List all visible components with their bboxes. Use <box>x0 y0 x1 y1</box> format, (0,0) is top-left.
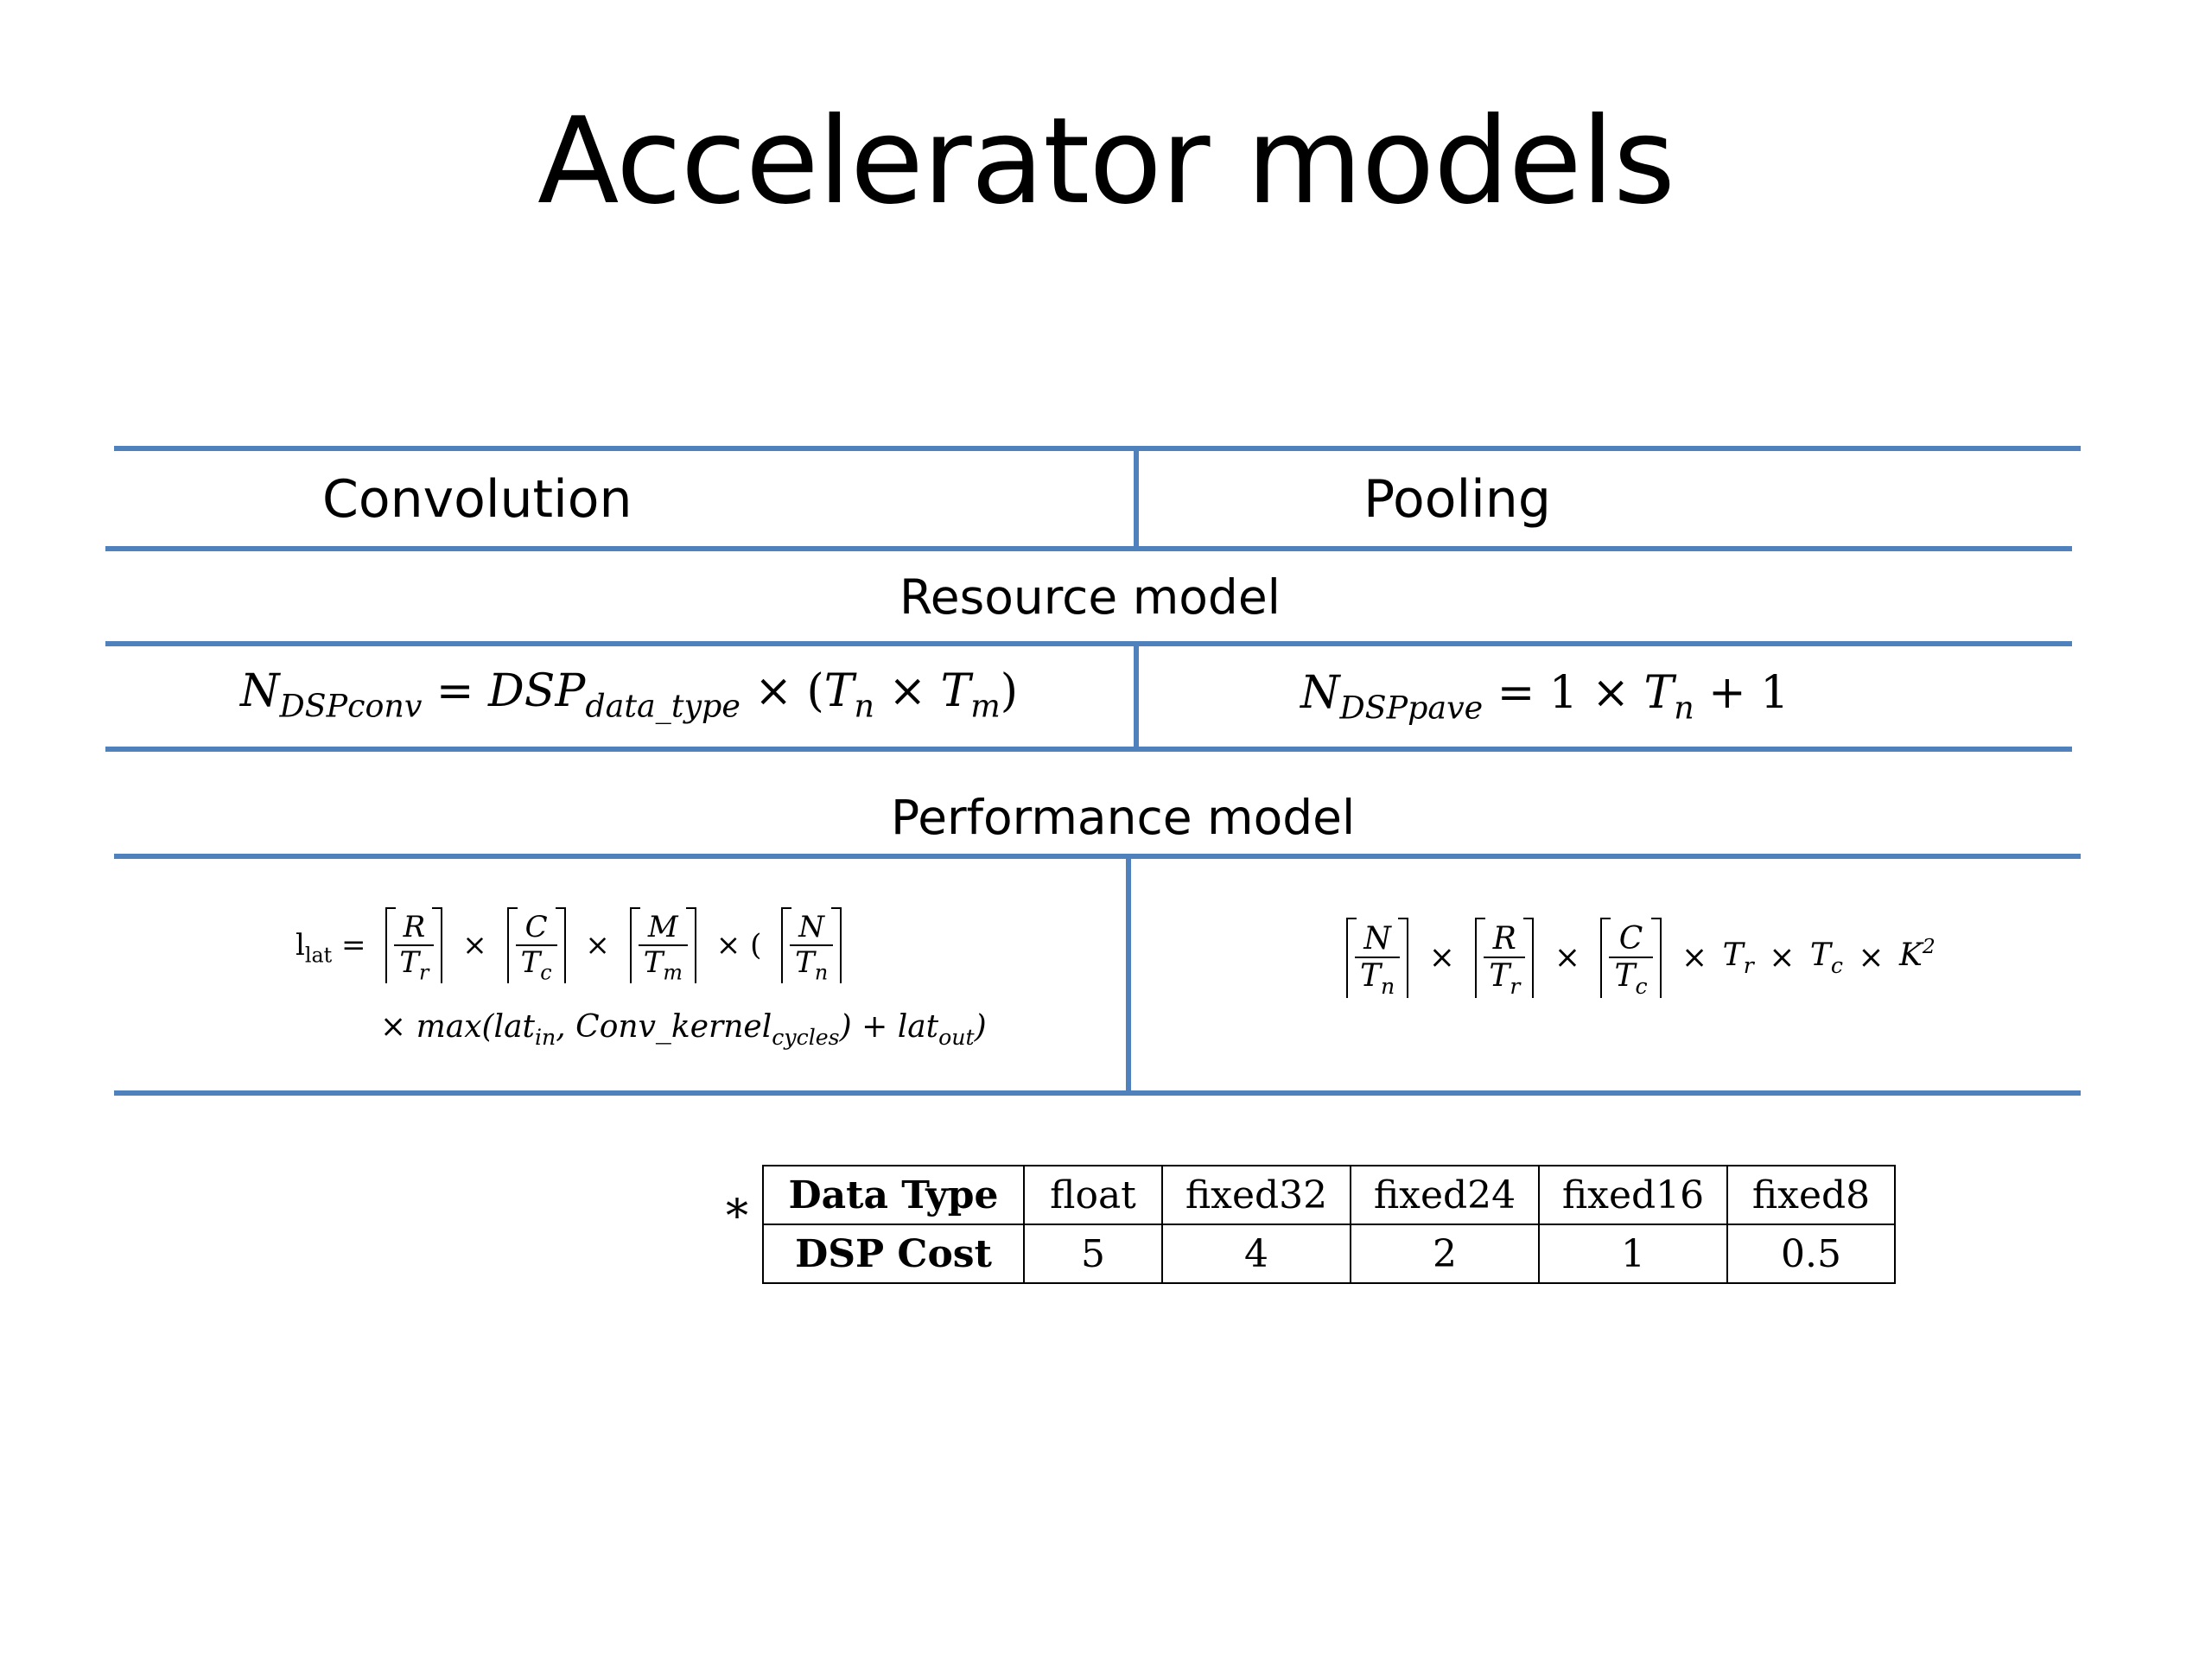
rule-below-performance-title <box>114 854 2081 859</box>
cost-cell: 1 <box>1538 1224 1728 1284</box>
pool-resource-formula: NDSPpave = 1 × Tn + 1 <box>1300 667 1789 727</box>
rule-below-resource-title <box>105 641 2072 646</box>
cost-cell: 4 <box>1161 1224 1351 1284</box>
type-cell: fixed32 <box>1161 1165 1351 1225</box>
divider-performance <box>1126 854 1131 1096</box>
rule-below-header <box>105 546 2072 551</box>
performance-model-title: Performance model <box>891 790 1356 845</box>
dsp-cost-table: Data Type float fixed32 fixed24 fixed16 … <box>762 1165 1896 1284</box>
cost-cell: 5 <box>1023 1224 1163 1284</box>
rule-top <box>114 446 2081 451</box>
divider-header <box>1134 446 1139 551</box>
resource-model-title: Resource model <box>899 569 1281 625</box>
conv-performance-formula-line2: × max(latin, Conv_kernelcycles) + latout… <box>380 1009 987 1050</box>
type-cell: fixed8 <box>1726 1165 1896 1225</box>
type-cell: fixed16 <box>1538 1165 1728 1225</box>
column-header-convolution: Convolution <box>322 469 632 530</box>
type-cell: fixed24 <box>1350 1165 1540 1225</box>
rule-below-resource-row <box>105 747 2072 752</box>
dsp-cost-header: DSP Cost <box>762 1224 1025 1284</box>
data-type-header: Data Type <box>762 1165 1025 1225</box>
footnote-marker: * <box>726 1191 748 1243</box>
type-cell: float <box>1023 1165 1163 1225</box>
column-header-pooling: Pooling <box>1363 469 1551 530</box>
cost-cell: 2 <box>1350 1224 1540 1284</box>
slide-title: Accelerator models <box>537 92 1675 231</box>
rule-bottom <box>114 1090 2081 1096</box>
table-row: Data Type float fixed32 fixed24 fixed16 … <box>762 1165 1896 1225</box>
table-row: DSP Cost 5 4 2 1 0.5 <box>762 1224 1896 1284</box>
divider-resource <box>1134 641 1139 752</box>
cost-cell: 0.5 <box>1726 1224 1896 1284</box>
conv-resource-formula: NDSPconv = DSPdata_type × (Tn × Tm) <box>240 665 1019 725</box>
